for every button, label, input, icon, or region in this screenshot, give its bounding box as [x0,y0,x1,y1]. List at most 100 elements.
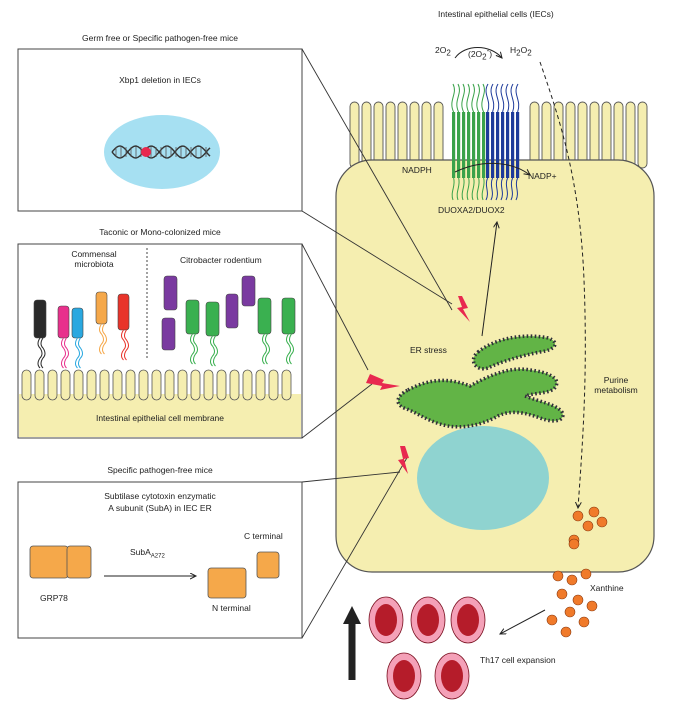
flagellum [64,337,69,369]
nadph-label: NADPH [402,165,432,175]
membrane-villus [164,369,175,401]
duox2-tail [495,177,499,201]
suba-label: SubAA272 [130,547,165,560]
duoxa2-helix [467,112,471,178]
bacteria [33,275,296,369]
duox-label: DUOXA2/DUOX2 [438,205,505,215]
bacterium [257,297,272,335]
panel-suba-line2: A subunit (SubA) in IEC ER [108,503,212,513]
o2-label: 2O2 [435,45,451,58]
microvillus [409,101,420,169]
microvillus [565,101,576,169]
connector-panel2 [301,243,369,371]
flagellum [190,333,195,365]
membrane-villus [99,369,110,401]
nucleus [417,426,549,530]
duox2-helix [516,112,520,178]
membrane-villus [151,369,162,401]
xanthine-dot [578,616,590,628]
panel-suba-line1: Subtilase cytotoxin enzymatic [104,491,216,501]
purine-dashed-arrow [539,61,586,508]
duoxa2-loop [461,83,465,113]
th17-nucleus [417,604,439,636]
microvillus [433,101,444,169]
xanthine-dot [546,614,558,626]
duoxa2-helix [457,112,461,178]
microvillus [601,101,612,169]
xanthine-dot [552,570,564,582]
connector-panel2b [301,383,373,439]
membrane-villus [229,369,240,401]
xanthine-dot [572,594,584,606]
superoxide-arrow [454,47,502,59]
flagellum [75,337,80,369]
bacterium [117,293,130,331]
bacterium [163,275,178,311]
membrane-villus [21,369,32,401]
duoxa2-helix [472,112,476,178]
deletion-marker [141,147,151,157]
xanthine-particles [546,506,608,638]
flagellum [213,335,218,367]
duox2-helix [511,112,515,178]
lightning-1 [457,296,470,322]
flagellum [37,337,43,369]
duox2-loop [510,83,515,113]
flagellum [99,323,104,355]
duoxa2-helix [482,112,486,178]
microvillus [577,101,588,169]
duoxa2-loop [451,83,455,113]
flagellum [121,329,126,361]
bacterium [71,307,84,339]
bacterium [281,297,296,335]
flagellum [289,333,294,365]
xanthine-dot [572,510,584,522]
microvillus [637,101,648,169]
iec-nucleus-blob [104,115,220,189]
duox2-helix [496,112,500,178]
microvillus [589,101,600,169]
duoxa2-loop [456,83,460,113]
grp78-right-domain [66,545,92,579]
connector-panel3b [301,455,409,639]
membrane-band [19,394,301,437]
connector-panel1b [301,210,453,305]
flagellum [265,333,270,365]
flagellum [210,335,215,367]
duoxa2-tail [451,177,455,201]
flagellum [40,337,46,369]
grp78-left-domain [29,545,69,579]
duox2-helix [491,112,495,178]
microvillus [529,101,540,169]
er-stress-label: ER stress [410,345,447,355]
duoxa2-helix [462,112,466,178]
membrane-villus [216,369,227,401]
panel-microbes-heading: Taconic or Mono-colonized mice [99,227,221,237]
xanthine-dot [560,626,572,638]
citrobacter-label: Citrobacter rodentium [180,255,262,265]
er-lobe-main [396,367,565,429]
bacterium [161,317,176,351]
duoxa2-helix [452,112,456,178]
microvillus [541,101,552,169]
duox2-tail [490,177,494,201]
duox2-helix [501,112,505,178]
duox2-loop [500,83,505,113]
microvillus [421,101,432,169]
xanthine-dot [588,506,600,518]
c-terminal-label: C terminal [244,531,283,541]
membrane-villus [60,369,71,401]
expansion-arrowhead [343,606,361,624]
membrane-villus [47,369,58,401]
lightning-bolts [366,296,470,474]
th17-nucleus [457,604,479,636]
h2o2-label: H2O2 [510,45,532,58]
bacterium [241,275,256,307]
xanthine-dot [556,588,568,600]
membrane-villus [255,369,266,401]
th17-nucleus [393,660,415,692]
bacterium [95,291,108,325]
xanthine-label: Xanthine [590,583,624,593]
